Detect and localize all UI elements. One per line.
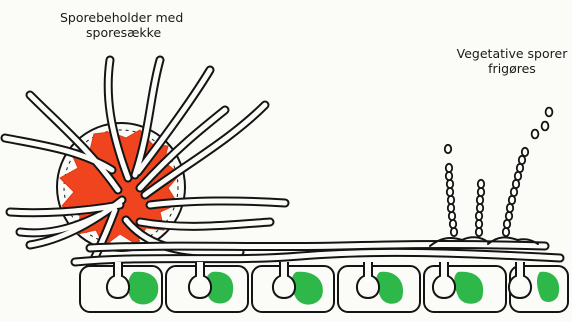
- vegetative-spores-label: Vegetative sporer frigøres: [452, 46, 572, 76]
- surface-hyphae: [75, 245, 560, 263]
- sporangium-label: Sporebeholder med sporesække: [60, 10, 183, 40]
- vegetative-label-line2: frigøres: [452, 61, 572, 76]
- sporangium-label-line1: Sporebeholder med: [60, 10, 183, 25]
- spore-chains: [445, 108, 553, 237]
- vegetative-label-line1: Vegetative sporer: [452, 46, 572, 61]
- sporangium-label-line2: sporesække: [60, 25, 183, 40]
